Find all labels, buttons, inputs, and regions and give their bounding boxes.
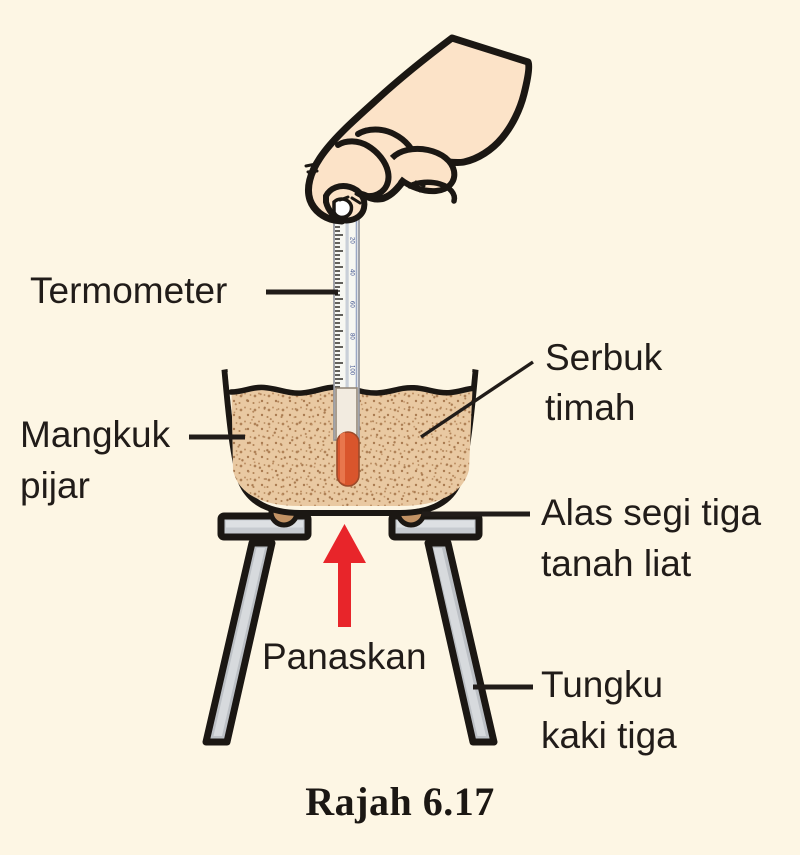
label-clay-triangle-line2: tanah liat <box>541 543 692 584</box>
heat-arrow-head <box>323 524 366 563</box>
tripod-bar-right-highlight <box>397 520 474 528</box>
hand-knuckle-creases <box>304 162 426 205</box>
figure-caption: Rajah 6.17 <box>305 779 494 824</box>
svg-text:60: 60 <box>349 301 355 308</box>
svg-text:100: 100 <box>349 365 355 376</box>
heat-arrow <box>323 524 366 627</box>
hand-ring-finger <box>389 145 458 195</box>
label-tin-powder-line2: timah <box>545 387 635 428</box>
hand-thumbnail <box>332 197 354 220</box>
hand <box>304 34 533 225</box>
hand-index-finger <box>335 138 392 200</box>
tripod-leg-left-highlight <box>213 548 265 736</box>
thermometer-scale-numbers: 20 40 60 80 100 <box>349 237 355 376</box>
label-crucible-line2: pijar <box>20 465 90 506</box>
thermometer-bulb-highlight <box>340 432 345 484</box>
leader-line-tin-powder <box>420 360 534 439</box>
tripod-leg-right-highlight <box>433 548 486 736</box>
svg-text:20: 20 <box>349 237 355 244</box>
tripod-stand <box>202 512 498 746</box>
thermometer: 20 40 60 80 100 <box>333 214 360 487</box>
heat-arrow-shaft <box>338 553 351 627</box>
label-clay-triangle-line1: Alas segi tiga <box>541 492 761 533</box>
svg-text:40: 40 <box>349 269 355 276</box>
tripod-bar-left-highlight <box>226 520 303 528</box>
tin-powder <box>231 386 473 506</box>
label-crucible-line1: Mangkuk <box>20 414 171 455</box>
label-heat: Panaskan <box>262 636 427 677</box>
label-tripod-line2: kaki tiga <box>541 715 677 756</box>
label-thermometer: Termometer <box>30 270 227 311</box>
label-tripod-line1: Tungku <box>541 664 663 705</box>
label-tin-powder-line1: Serbuk <box>545 337 663 378</box>
thermometer-capillary <box>345 215 349 440</box>
svg-text:80: 80 <box>349 333 355 340</box>
